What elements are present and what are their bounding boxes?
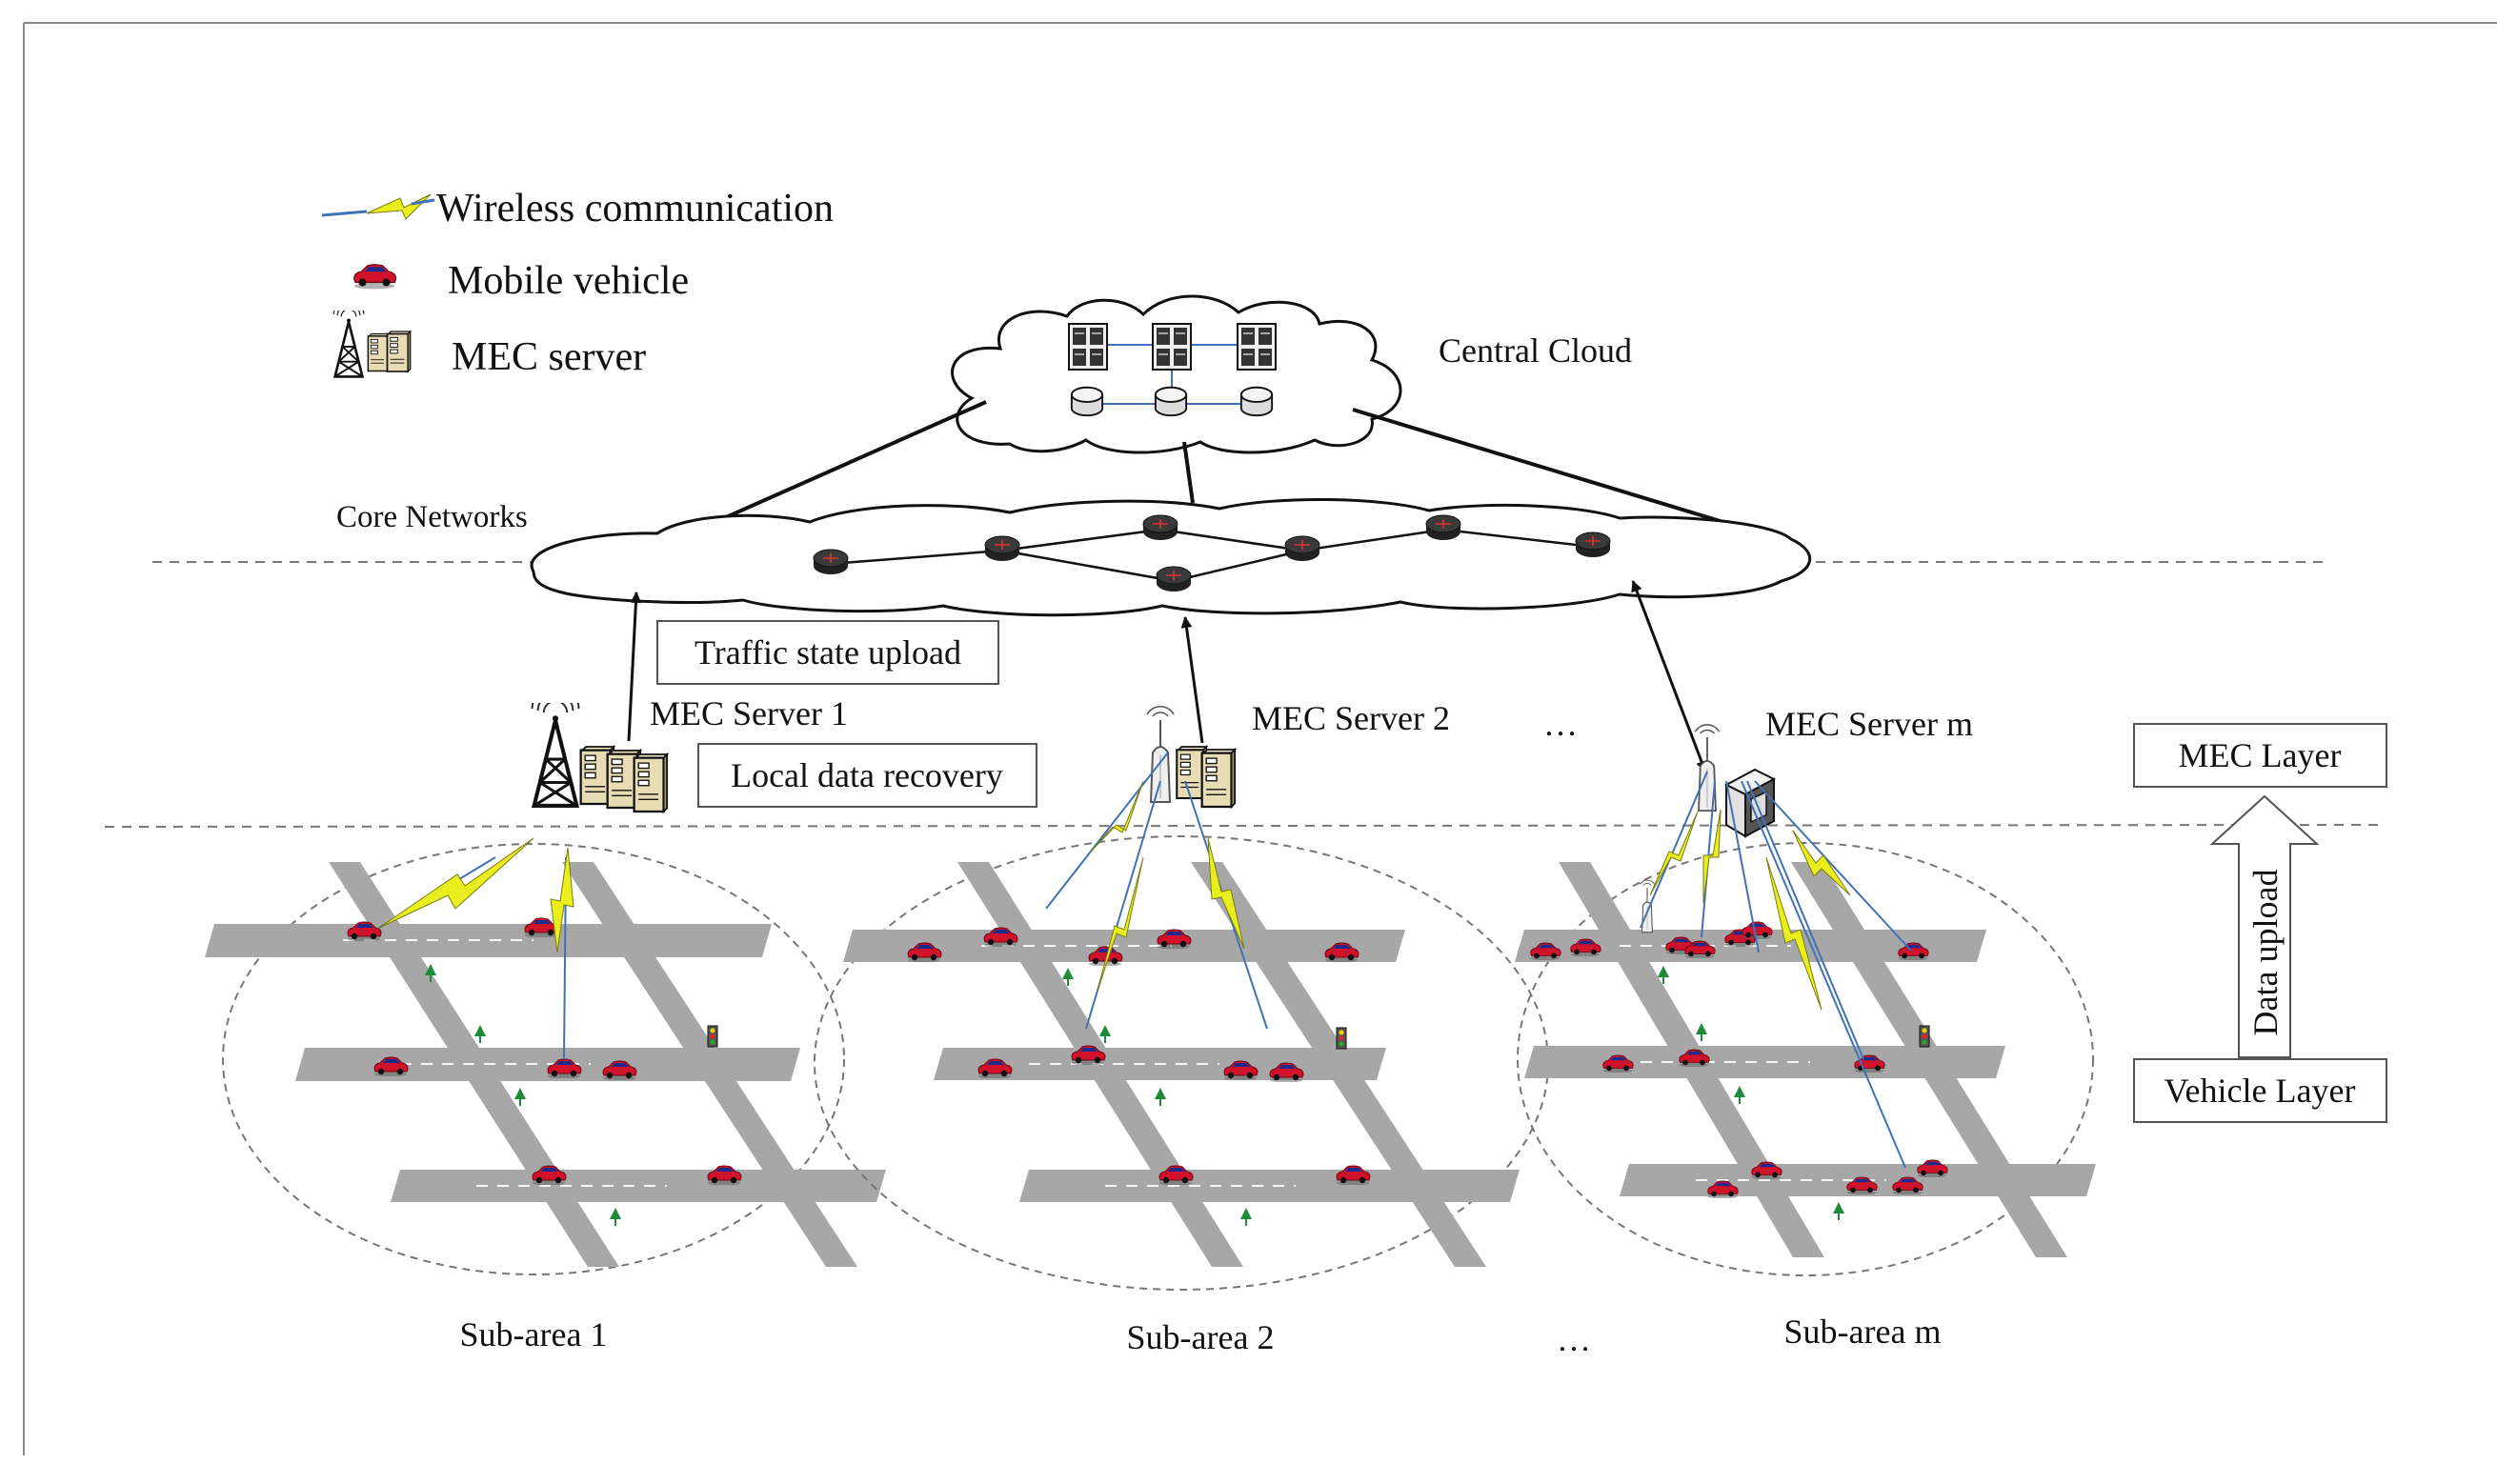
legend-mec-label: MEC server [452,335,646,379]
subarea-1-label: Sub-area 1 [460,1315,608,1354]
central-cloud [951,294,1402,454]
data-upload-label: Data upload [2246,870,2285,1036]
legend-mec-icon [332,311,412,378]
traffic-light [707,1025,718,1048]
wireless-legend-icon [321,193,435,220]
legend-car-icon [353,264,397,290]
mec-layer-label: MEC Layer [2179,736,2342,774]
subarea-m-label: Sub-area m [1784,1313,1942,1351]
subarea-m [1515,771,2096,1276]
upload-arrows [627,580,1707,772]
vehicle-layer-divider [104,824,2383,828]
mec-server-1 [533,686,669,813]
legend-wireless-label: Wireless communication [436,187,834,231]
vehicle [1742,921,1773,939]
mec-layer-box: MEC Layer [2133,723,2387,788]
subarea-1 [205,837,886,1275]
traffic-light [1336,1027,1347,1050]
data-upload-arrow: Data upload [2209,794,2320,1058]
mec-server-m [1694,723,1777,838]
cloud-rack-2 [1152,323,1192,371]
subarea-2 [814,752,1549,1291]
core-router-1 [813,549,849,575]
local-recovery-label: Local data recovery [731,756,1003,794]
core-router-5 [1284,535,1320,562]
mec-server-1-label: MEC Server 1 [650,694,848,732]
core-networks-label: Core Networks [336,500,528,534]
vehicle-layer-label: Vehicle Layer [2165,1072,2356,1110]
cloud-disk-2 [1154,386,1188,417]
traffic-light [1919,1025,1930,1048]
server-ellipsis: … [1543,705,1578,743]
core-network [530,497,1812,617]
legend-vehicle-label: Mobile vehicle [448,259,689,303]
traffic-upload-label: Traffic state upload [695,633,961,672]
subarea-2-label: Sub-area 2 [1127,1318,1275,1356]
subarea-m-wireless [1640,771,1912,1169]
cloud-rack-3 [1237,323,1277,371]
core-router-7 [1575,531,1611,558]
figure-frame [23,22,2497,1455]
central-cloud-label: Central Cloud [1439,331,1632,370]
mec-server-m-label: MEC Server m [1765,705,1973,743]
core-router-3 [1142,514,1178,541]
subarea-1-wireless [378,837,574,1060]
core-router-4 [1156,566,1192,592]
core-router-6 [1425,514,1461,541]
mec-server-2-label: MEC Server 2 [1252,699,1450,737]
vehicle [707,1165,742,1185]
cloud-disk-3 [1239,386,1274,417]
mec-server-2 [1146,705,1237,809]
local-recovery-box: Local data recovery [697,743,1037,808]
vehicle-layer-box: Vehicle Layer [2133,1058,2387,1123]
subarea-ellipsis: … [1557,1320,1591,1358]
vehicle [1336,1165,1371,1185]
core-router-2 [984,535,1020,562]
traffic-upload-box: Traffic state upload [656,620,999,685]
vehicle [1917,1159,1948,1177]
cloud-disk-1 [1070,386,1104,417]
cloud-rack-1 [1068,323,1108,371]
legend: Wireless communication Mobile vehicle ME… [321,187,834,379]
subarea-2-wireless [1045,752,1268,1030]
